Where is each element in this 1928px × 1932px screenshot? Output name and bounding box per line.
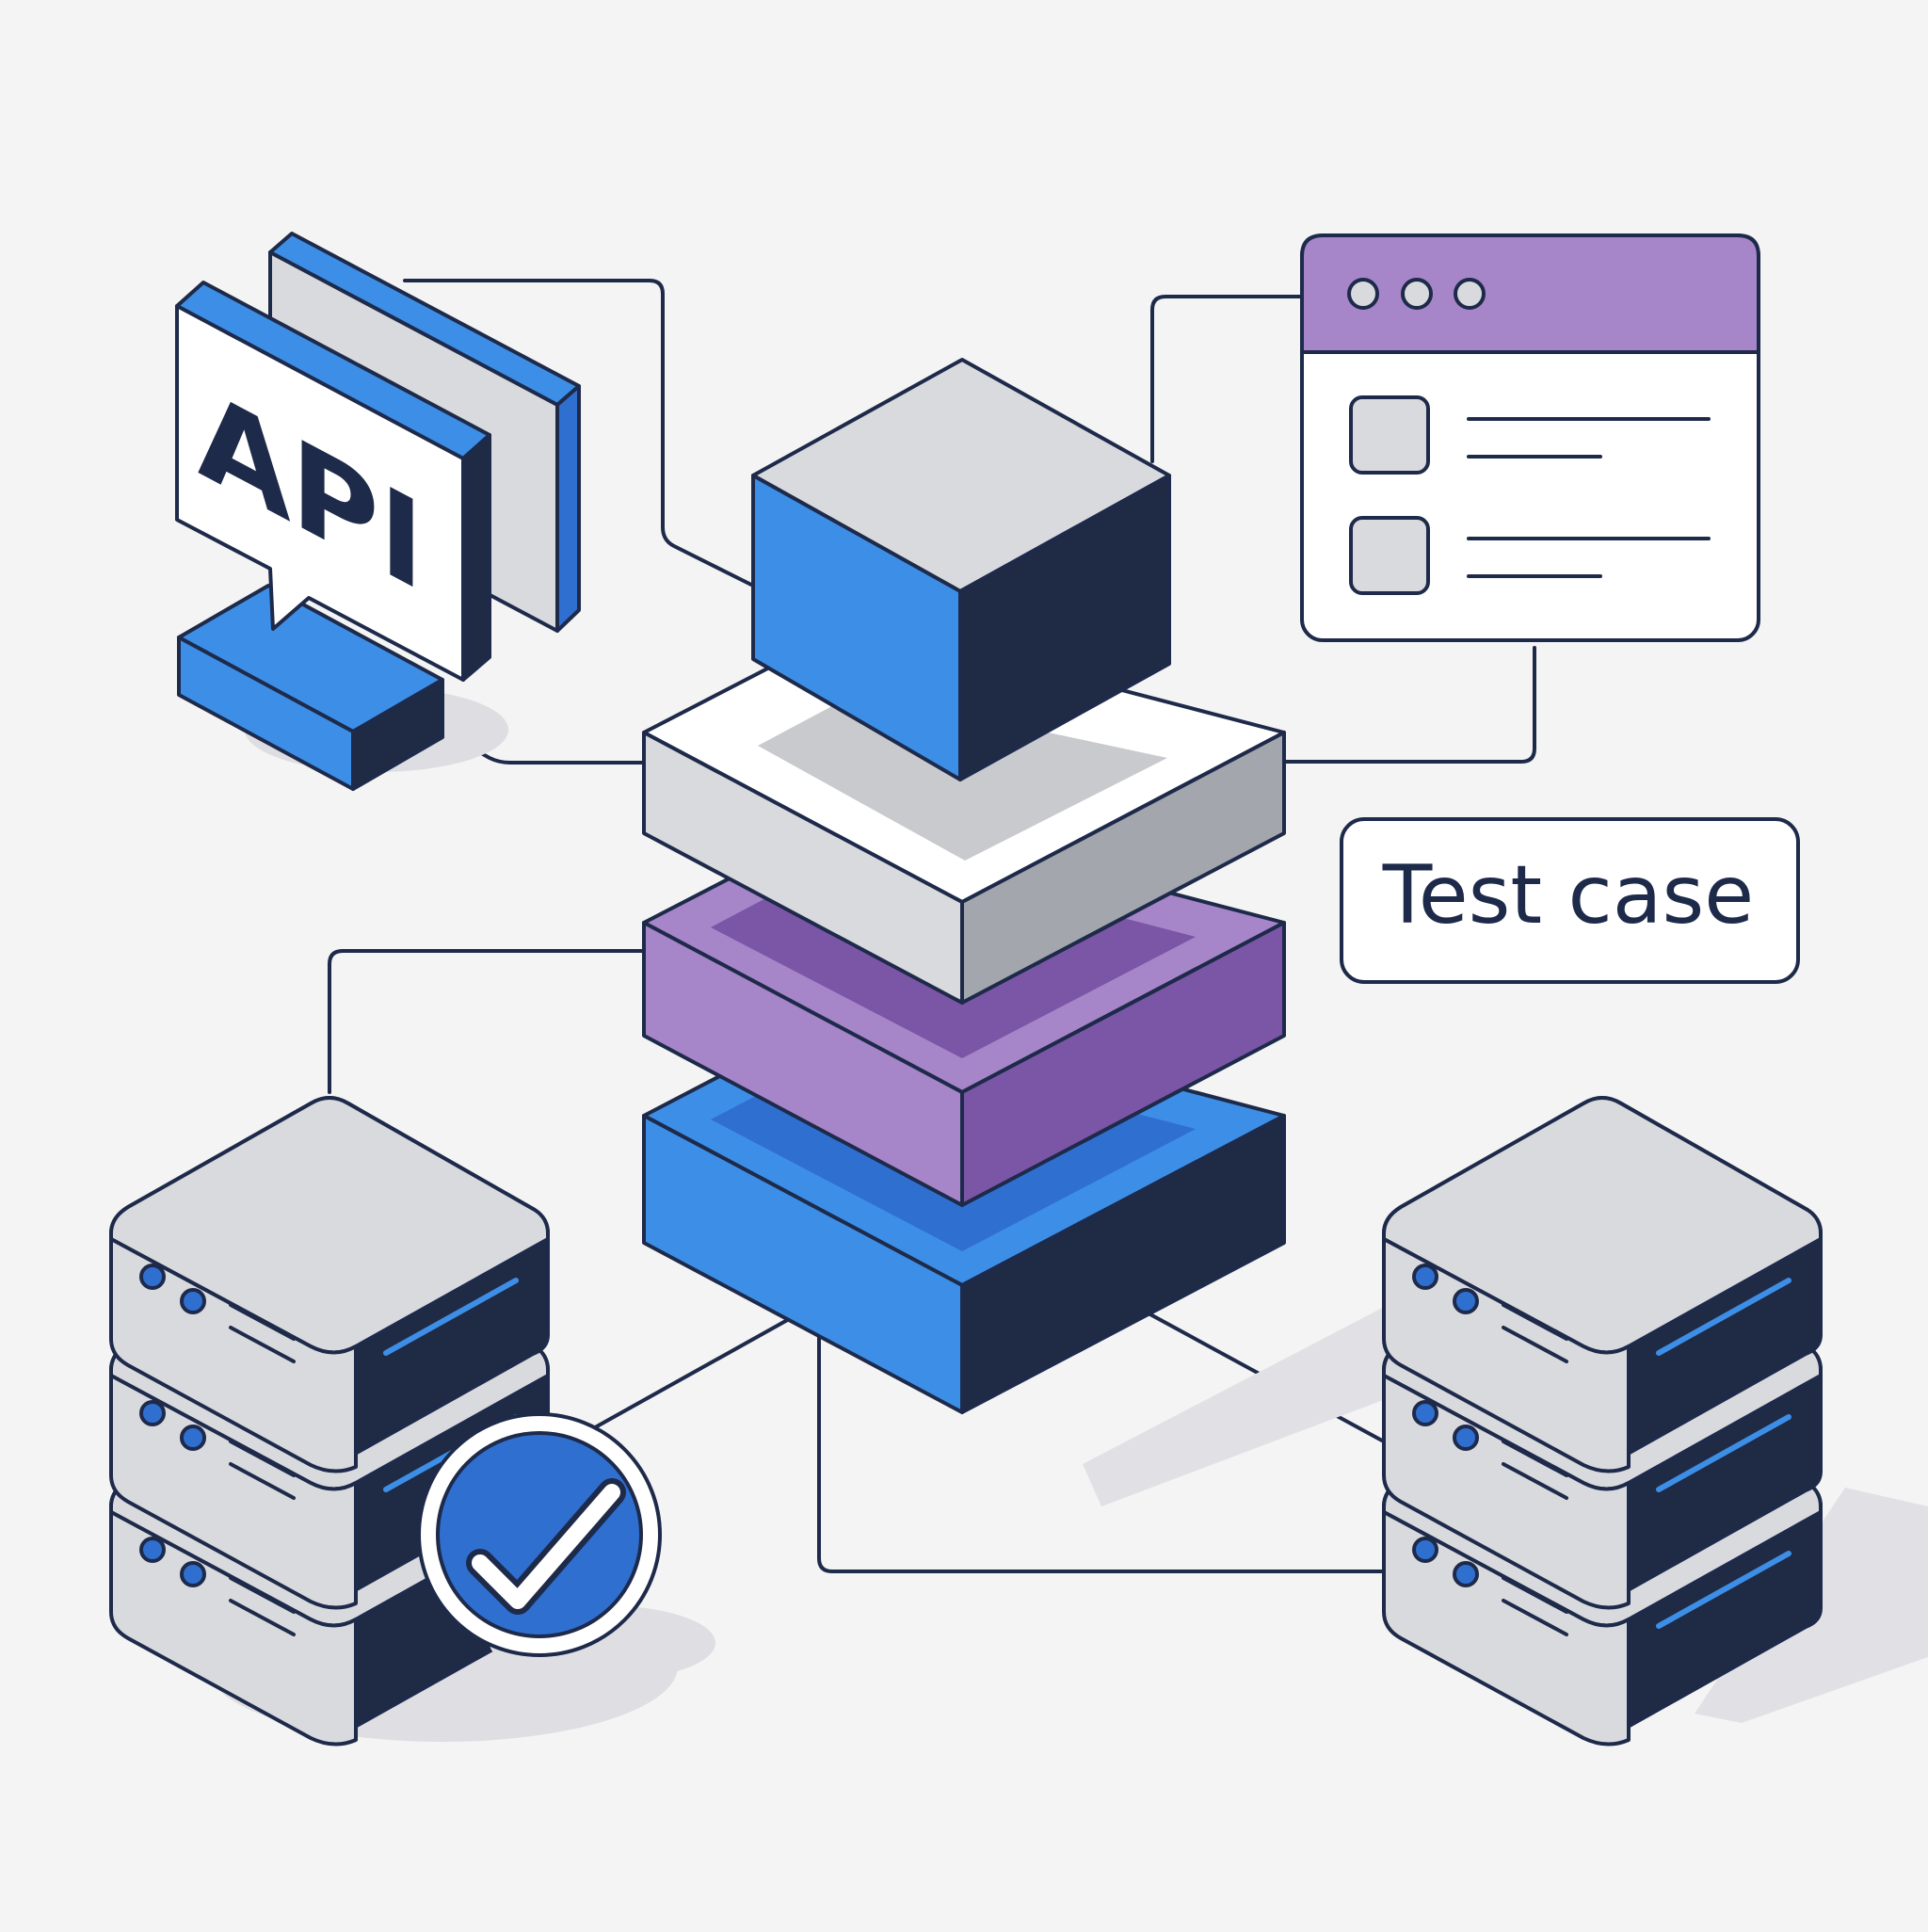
connector-stack-to-check: [586, 1316, 793, 1433]
browser-window-icon: [1300, 233, 1760, 642]
server-led-icon: [1453, 1561, 1479, 1587]
server-led-icon: [180, 1561, 206, 1587]
window-dot-icon: [1347, 278, 1379, 310]
connector-api-to-stack: [412, 714, 646, 765]
server-unit: [1382, 1096, 1823, 1473]
server-led-icon: [180, 1425, 206, 1451]
api-card-icon: API: [175, 232, 581, 791]
server-led-icon: [139, 1400, 166, 1426]
checkbox-icon: [1349, 395, 1430, 475]
connector-window-to-stack: [1282, 646, 1536, 764]
server-led-icon: [1412, 1537, 1438, 1563]
connector-lines: [328, 279, 1536, 1573]
connector-window-to-cube: [1150, 295, 1304, 463]
server-stack-icon: [109, 1096, 678, 1747]
server-unit: [109, 1096, 550, 1473]
server-led-icon: [180, 1288, 206, 1314]
server-led-icon: [1412, 1264, 1438, 1290]
connector-stack-to-left-servers: [328, 949, 646, 1094]
connector-api-to-cube: [403, 279, 755, 588]
test-case-tag: Test case: [1340, 817, 1800, 984]
cube-icon: [751, 358, 1171, 781]
checkbox-icon: [1349, 516, 1430, 595]
server-led-icon: [1453, 1425, 1479, 1451]
server-led-icon: [139, 1264, 166, 1290]
connector-stack-to-bottom-servers: [817, 1335, 1384, 1573]
test-case-label: Test case: [1382, 848, 1754, 942]
window-dot-icon: [1401, 278, 1433, 310]
server-led-icon: [139, 1537, 166, 1563]
window-dot-icon: [1454, 278, 1486, 310]
server-stack-icon: [1382, 1096, 1928, 1747]
server-led-icon: [1412, 1400, 1438, 1426]
check-badge-icon: [417, 1412, 715, 1681]
server-led-icon: [1453, 1288, 1479, 1314]
